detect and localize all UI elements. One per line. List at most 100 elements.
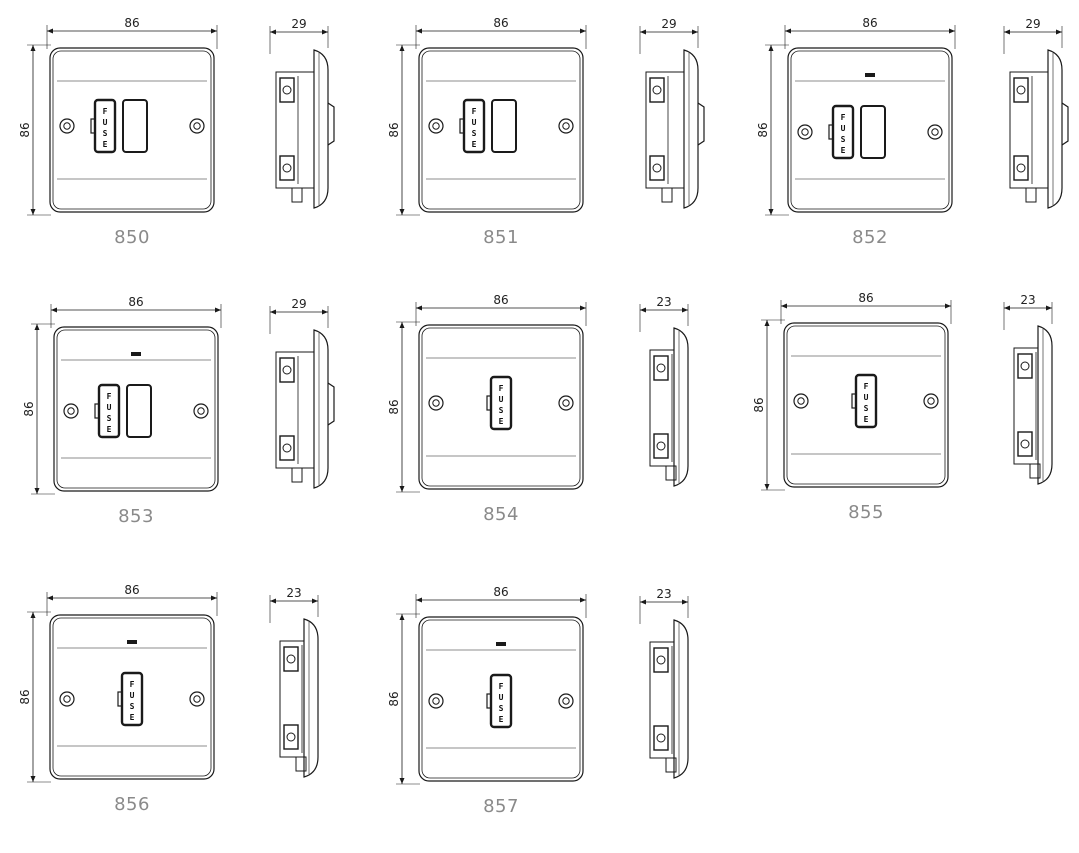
- fuse-carrier-tab: [851, 393, 857, 409]
- fuse-letter: U: [864, 393, 869, 402]
- terminal-block: [1013, 77, 1029, 103]
- dimension-arrow: [416, 597, 422, 603]
- rocker-switch: [860, 105, 886, 159]
- neon-indicator-icon: [131, 352, 141, 356]
- fuse-letter: U: [499, 693, 504, 702]
- screw-icon: [793, 393, 809, 409]
- plate-outline: [783, 322, 949, 488]
- screw-icon: [63, 403, 79, 419]
- body-foot: [1025, 187, 1037, 203]
- dimension-arrow: [781, 303, 787, 309]
- body-foot: [291, 187, 303, 203]
- terminal-screw-icon: [652, 163, 662, 173]
- terminal-screw-icon: [652, 85, 662, 95]
- terminal-screw-icon: [1016, 163, 1026, 173]
- dimension-arrow: [416, 305, 422, 311]
- dimension-arrow: [399, 209, 405, 215]
- terminal-block: [649, 155, 665, 181]
- body-foot: [291, 467, 303, 483]
- dimension-arrow: [640, 29, 646, 35]
- fuse-letter: S: [499, 406, 504, 415]
- dimension-arrow: [785, 28, 791, 34]
- screw-icon: [558, 395, 574, 411]
- fuse-letter: S: [841, 135, 846, 144]
- screw-icon: [59, 118, 75, 134]
- fuse-letter: U: [107, 403, 112, 412]
- fuse-letter: S: [499, 704, 504, 713]
- plate-outline: [787, 47, 953, 213]
- dimension-arrow: [215, 307, 221, 313]
- plate-inner-edge: [56, 329, 216, 489]
- dimension-arrow: [399, 322, 405, 328]
- dimension-arrow: [47, 595, 53, 601]
- terminal-screw-icon: [1016, 85, 1026, 95]
- fuse-letter: F: [499, 384, 504, 393]
- terminal-block: [283, 724, 299, 750]
- terminal-screw-icon: [656, 733, 666, 743]
- fuse-letter: E: [103, 140, 108, 149]
- terminal-block: [279, 435, 295, 461]
- screw-icon: [562, 697, 570, 705]
- fuse-carrier-tab: [90, 118, 96, 134]
- dimension-arrow: [211, 595, 217, 601]
- screw-icon: [63, 695, 71, 703]
- dimension-arrow: [949, 28, 955, 34]
- fuse-letter: F: [103, 107, 108, 116]
- depth-dimension-label: 23: [656, 295, 671, 309]
- depth-dimension-label: 23: [1020, 293, 1035, 307]
- body-foot: [665, 465, 677, 481]
- depth-dimension-label: 29: [291, 17, 306, 31]
- fuse-carrier-tab: [117, 691, 123, 707]
- fuse-letter: F: [841, 113, 846, 122]
- terminal-screw-icon: [282, 163, 292, 173]
- fuse-letter: S: [107, 414, 112, 423]
- screw-icon: [797, 124, 813, 140]
- dimension-arrow: [768, 209, 774, 215]
- dimension-arrow: [30, 612, 36, 618]
- dimension-arrow: [322, 29, 328, 35]
- screw-icon: [562, 399, 570, 407]
- fuse-carrier-tab: [459, 118, 465, 134]
- screw-icon: [428, 395, 444, 411]
- rocker-switch: [122, 99, 148, 153]
- screw-icon: [923, 393, 939, 409]
- neon-indicator-icon: [496, 642, 506, 646]
- height-dimension-label: 86: [756, 122, 770, 137]
- plate-outline: [53, 326, 219, 492]
- dimension-arrow: [1004, 305, 1010, 311]
- width-dimension-label: 86: [858, 291, 873, 305]
- height-dimension-label: 86: [18, 122, 32, 137]
- mechanism-body: [279, 640, 305, 758]
- terminal-block: [283, 646, 299, 672]
- terminal-block: [279, 77, 295, 103]
- plate-profile: [673, 619, 689, 779]
- dimension-arrow: [270, 29, 276, 35]
- width-dimension-label: 86: [862, 16, 877, 30]
- width-dimension-label: 86: [124, 16, 139, 30]
- fuse-letter: E: [864, 415, 869, 424]
- terminal-screw-icon: [286, 654, 296, 664]
- side-view: 23: [639, 587, 689, 779]
- width-dimension-label: 86: [128, 295, 143, 309]
- screw-icon: [801, 128, 809, 136]
- neon-indicator-icon: [127, 640, 137, 644]
- terminal-block: [279, 155, 295, 181]
- mechanism-body: [649, 349, 675, 467]
- terminal-screw-icon: [1020, 439, 1030, 449]
- screw-icon: [189, 118, 205, 134]
- dimension-arrow: [1004, 29, 1010, 35]
- terminal-block: [279, 357, 295, 383]
- terminal-block: [1017, 431, 1033, 457]
- fuse-carrier-tab: [486, 395, 492, 411]
- plate-inner-edge: [52, 50, 212, 210]
- dimension-arrow: [30, 209, 36, 215]
- fuse-letter: E: [472, 140, 477, 149]
- dimension-arrow: [580, 597, 586, 603]
- dimension-arrow: [399, 45, 405, 51]
- screw-icon: [193, 403, 209, 419]
- plate-profile: [683, 49, 699, 209]
- plate-profile: [303, 618, 319, 778]
